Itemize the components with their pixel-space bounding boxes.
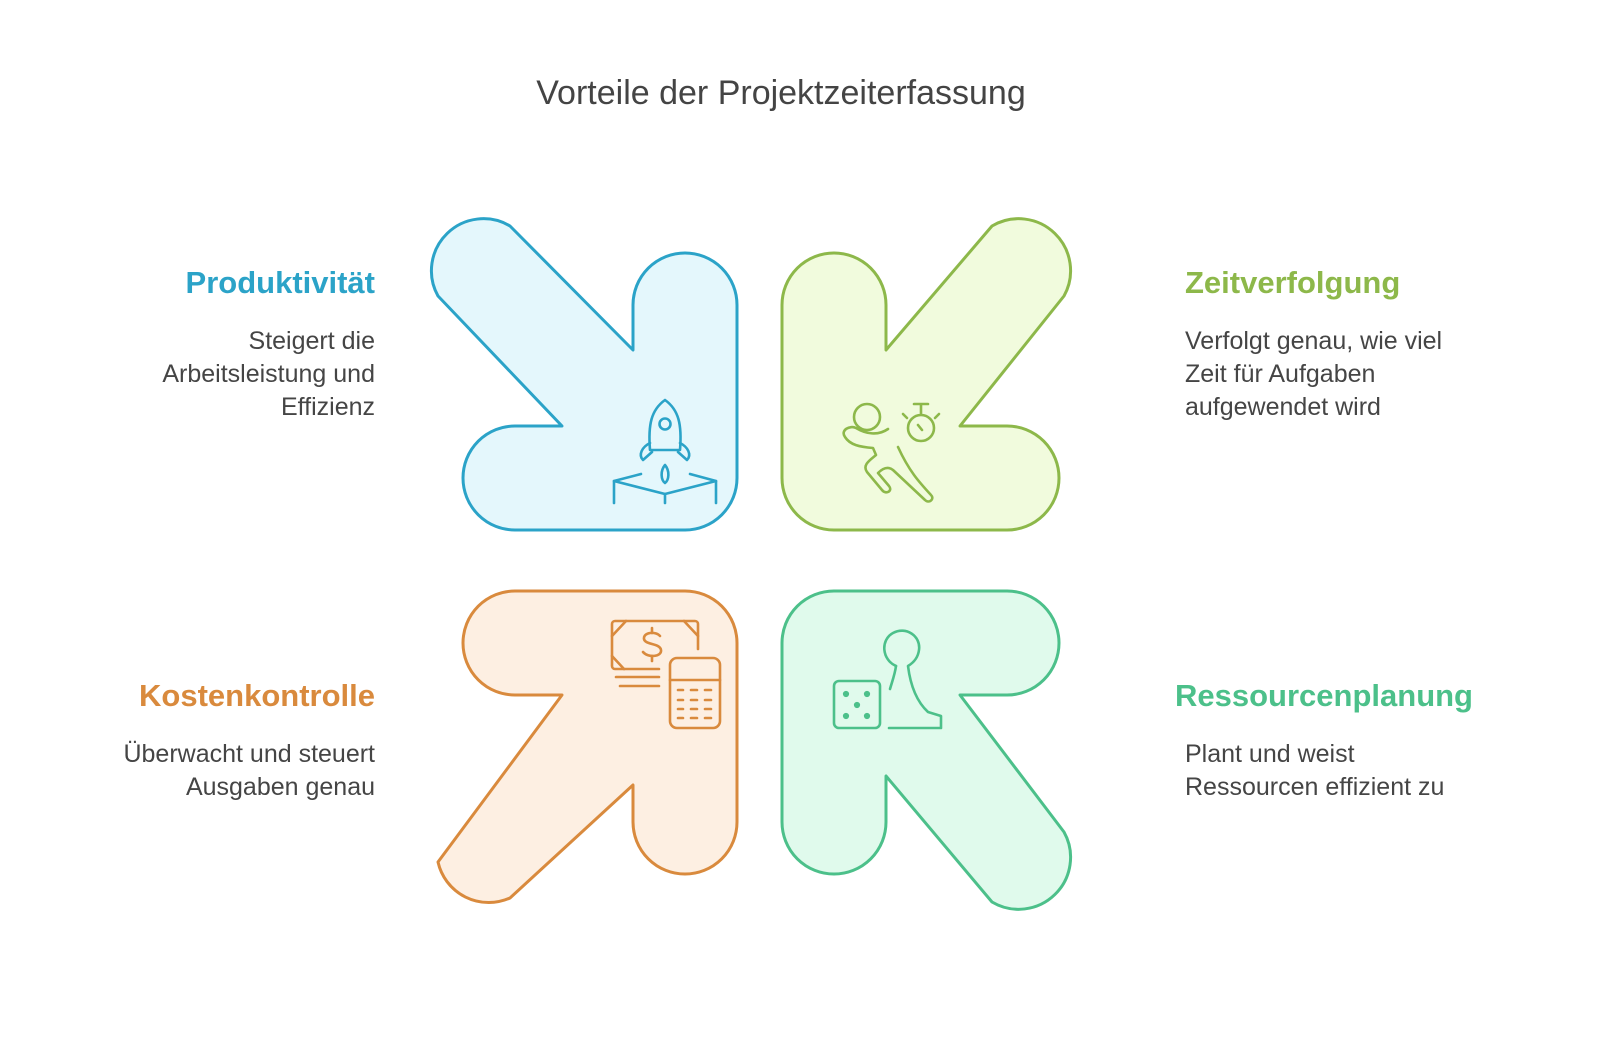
running-person-stopwatch-icon — [842, 402, 941, 503]
rocket-launch-icon — [612, 398, 718, 505]
time-tracking-arrow — [780, 217, 1072, 532]
money-calculator-icon — [610, 619, 722, 730]
dice-pawn-icon — [832, 629, 943, 730]
productivity-description: Steigert die Arbeitsleistung und Effizie… — [162, 327, 375, 421]
productivity-arrow — [430, 217, 739, 532]
resource-planning-label: Ressourcenplanung Plant und weist Ressou… — [1175, 676, 1555, 804]
productivity-heading: Produktivität — [185, 265, 375, 300]
time-tracking-label: Zeitverfolgung Verfolgt genau, wie viel … — [1185, 263, 1545, 424]
cost-control-label: Kostenkontrolle Überwacht und steuert Au… — [35, 676, 375, 804]
page-title: Vorteile der Projektzeiterfassung — [536, 74, 1026, 112]
resource-planning-heading: Ressourcenplanung — [1175, 678, 1473, 713]
resource-planning-arrow — [780, 589, 1072, 911]
time-tracking-heading: Zeitverfolgung — [1185, 265, 1401, 300]
resource-planning-description: Plant und weist Ressourcen effizient zu — [1185, 740, 1445, 801]
cost-control-arrow — [436, 589, 739, 905]
cost-control-heading: Kostenkontrolle — [139, 678, 375, 713]
cost-control-description: Überwacht und steuert Ausgaben genau — [123, 740, 375, 801]
time-tracking-description: Verfolgt genau, wie viel Zeit für Aufgab… — [1185, 327, 1443, 421]
productivity-label: Produktivität Steigert die Arbeitsleistu… — [55, 263, 375, 424]
